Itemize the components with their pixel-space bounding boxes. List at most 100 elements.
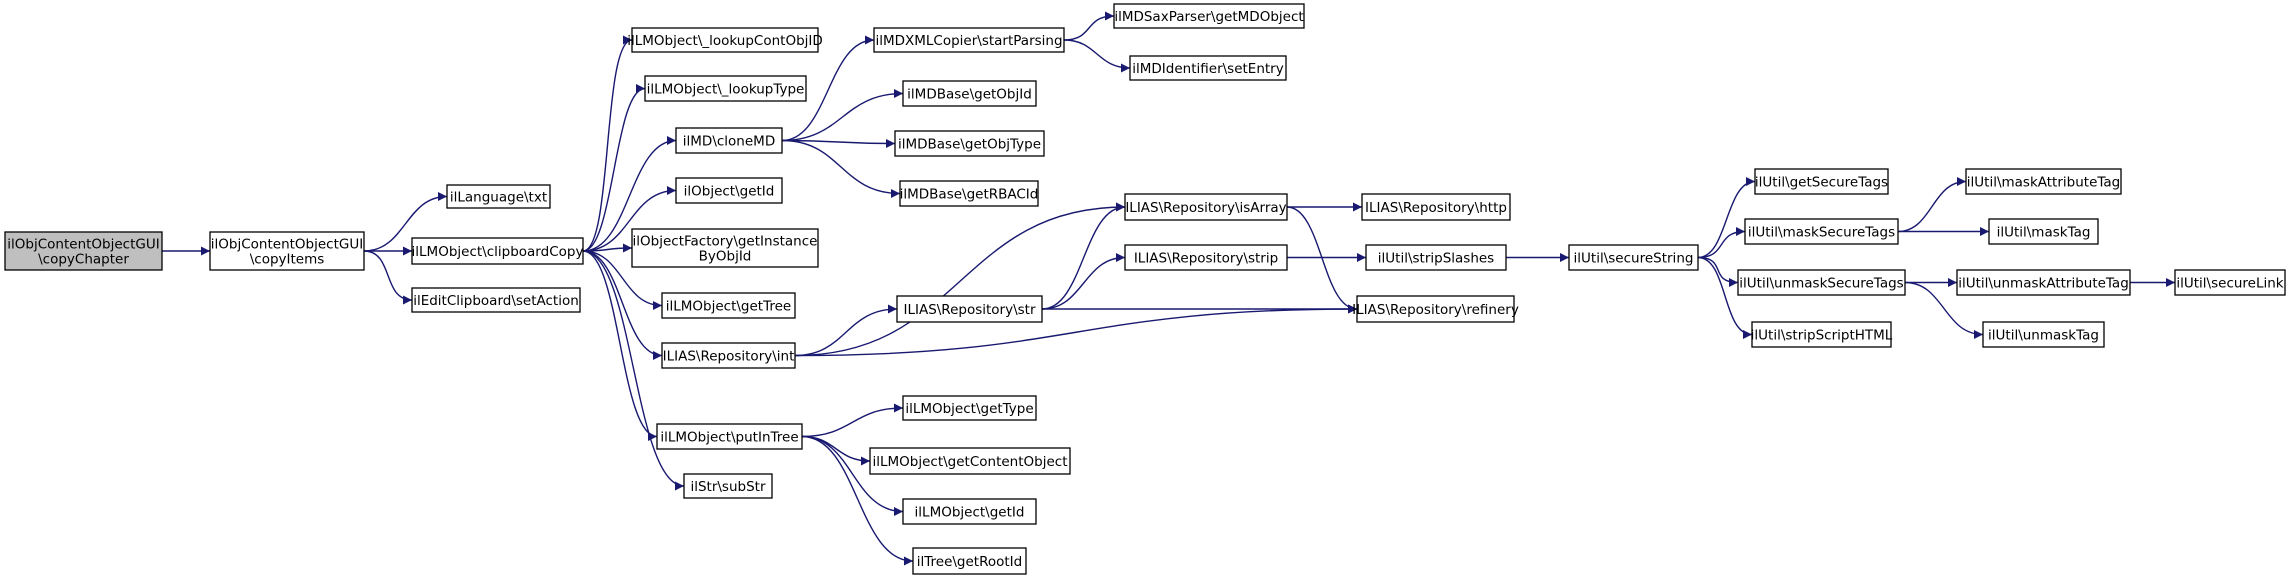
node-label: \copyItems [250,252,325,268]
node-label: ilUtil\secureLink [2176,276,2283,292]
node-label: ILIAS\Repository\strip [1134,251,1278,267]
node-box [631,228,819,268]
node-strip-script-html[interactable]: ilUtil\stripScriptHTML [1751,321,1893,348]
node-repo-str[interactable]: ILIAS\Repository\str [896,295,1043,323]
node-strip-slashes[interactable]: ilUtil\stripSlashes [1365,244,1507,271]
node-lm-get-id[interactable]: ilLMObject\getId [902,498,1037,525]
node-get-content-object[interactable]: ilLMObject\getContentObject [869,447,1071,475]
edge-repo-int-to-repo-str [794,304,898,357]
node-md-get-obj-id[interactable]: ilMDBase\getObjId [902,80,1037,107]
edge-secure-string-to-unmask-secure-tags [1697,256,1739,287]
node-label: ByObjId [699,249,752,265]
node-box [411,237,584,265]
node-label: ilEditClipboard\setAction [413,293,579,309]
edge-unmask-secure-tags-to-unmask-tag [1904,281,1984,339]
node-label: ilObjContentObjectGUI [7,237,159,253]
node-label: ilObjectFactory\getInstance [633,234,818,250]
node-box [1361,193,1511,221]
node-get-root-id[interactable]: ilTree\getRootId [912,547,1027,575]
node-txt[interactable]: ilLanguage\txt [446,184,551,209]
node-box [1113,3,1305,29]
node-start-parsing[interactable]: ilMDXMLCopier\startParsing [873,27,1065,53]
node-md-get-rbacid[interactable]: ilMDBase\getRBACId [899,180,1039,207]
node-unmask-secure-tags[interactable]: ilUtil\unmaskSecureTags [1737,269,1906,296]
node-secure-string[interactable]: ilUtil\secureString [1568,244,1699,271]
node-label: ilUtil\maskSecureTags [1748,225,1895,241]
node-clone-md[interactable]: ilMD\cloneMD [675,127,783,154]
node-box [894,130,1045,157]
node-obj-get-id[interactable]: ilObject\getId [675,177,783,204]
edge-start-parsing-to-set-entry [1063,39,1131,73]
node-box [902,395,1037,421]
edge-secure-string-to-strip-script-html [1697,256,1753,339]
node-lookup-cont-obj-id[interactable]: ilLMObject\_lookupContObjID [627,27,823,53]
node-md-get-obj-type[interactable]: ilMDBase\getObjType [894,130,1045,157]
node-http[interactable]: ILIAS\Repository\http [1361,193,1511,221]
node-unmask-attribute-tag[interactable]: ilUtil\unmaskAttributeTag [1956,269,2131,296]
node-label: ilUtil\stripScriptHTML [1751,328,1893,344]
node-label: ILIAS\Repository\int [663,349,795,365]
node-label: ilMD\cloneMD [683,134,775,150]
node-box [1365,244,1507,271]
node-label: ilLMObject\_lookupContObjID [627,33,823,49]
edge-clone-md-to-md-get-obj-id [781,89,904,142]
node-mask-secure-tags[interactable]: ilUtil\maskSecureTags [1744,218,1899,245]
edges [162,11,2175,566]
node-repo-strip[interactable]: ILIAS\Repository\strip [1124,244,1288,271]
node-box [675,127,783,154]
edge-clone-md-to-start-parsing [781,35,875,142]
node-label: ilUtil\getSecureTags [1755,175,1888,191]
node-box [1744,218,1899,245]
node-label: ilLMObject\clipboardCopy [412,244,584,260]
node-box [873,27,1065,53]
node-lm-get-type[interactable]: ilLMObject\getType [902,395,1037,421]
node-get-mdobject[interactable]: ilMDSaxParser\getMDObject [1113,3,1305,29]
node-copy-items[interactable]: ilObjContentObjectGUI\copyItems [209,231,365,271]
node-box [1754,168,1889,195]
node-box [1129,55,1287,81]
node-mask-attribute-tag[interactable]: ilUtil\maskAttributeTag [1965,168,2122,195]
node-box [411,287,581,313]
node-repo-int[interactable]: ILIAS\Repository\int [661,342,796,369]
node-box [1982,321,2105,348]
edge-clipboard-copy-to-sub-str [582,250,685,491]
edge-copy-items-to-txt [363,192,448,252]
node-get-secure-tags[interactable]: ilUtil\getSecureTags [1754,168,1889,195]
node-label: ilMDSaxParser\getMDObject [1114,9,1303,25]
node-box [1568,244,1699,271]
edge-put-in-tree-to-lm-get-type [801,403,904,438]
node-label: ilUtil\unmaskTag [1988,328,2099,344]
node-box [1751,321,1892,348]
edge-repo-str-to-repo-strip [1041,253,1126,310]
edge-clipboard-copy-to-repo-int [582,250,663,360]
node-unmask-tag[interactable]: ilUtil\unmaskTag [1982,321,2105,348]
edge-repo-str-to-is-array [1041,202,1126,310]
node-box [1988,218,2099,245]
node-refinery[interactable]: ILIAS\Repository\refinery [1352,295,1519,323]
node-label: ilLMObject\getId [915,505,1025,521]
node-label: ilLMObject\putInTree [660,430,798,446]
node-lookup-type[interactable]: ilLMObject\_lookupType [644,75,807,102]
node-box [1124,244,1288,271]
node-box [661,342,796,369]
node-label: ilLanguage\txt [450,190,547,206]
edge-secure-string-to-get-secure-tags [1697,177,1756,259]
node-label: \copyChapter [38,252,129,268]
node-mask-tag[interactable]: ilUtil\maskTag [1988,218,2099,245]
node-copy-chapter[interactable]: ilObjContentObjectGUI\copyChapter [4,231,163,271]
node-box [644,75,807,102]
node-clipboard-copy[interactable]: ilLMObject\clipboardCopy [411,237,584,265]
node-put-in-tree[interactable]: ilLMObject\putInTree [656,423,803,450]
node-get-tree[interactable]: ilLMObject\getTree [661,292,796,319]
edge-repo-int-to-is-array [794,202,1126,357]
node-set-entry[interactable]: ilMDIdentifier\setEntry [1129,55,1287,81]
node-secure-link[interactable]: ilUtil\secureLink [2174,269,2286,296]
node-set-action[interactable]: ilEditClipboard\setAction [411,287,581,313]
edge-repo-int-to-refinery [794,304,1358,357]
node-box [656,423,803,450]
node-is-array[interactable]: ILIAS\Repository\isArray [1124,193,1288,221]
node-sub-str[interactable]: ilStr\subStr [683,473,773,499]
node-box [2174,269,2286,296]
node-label: ilMDBase\getRBACId [900,187,1039,203]
